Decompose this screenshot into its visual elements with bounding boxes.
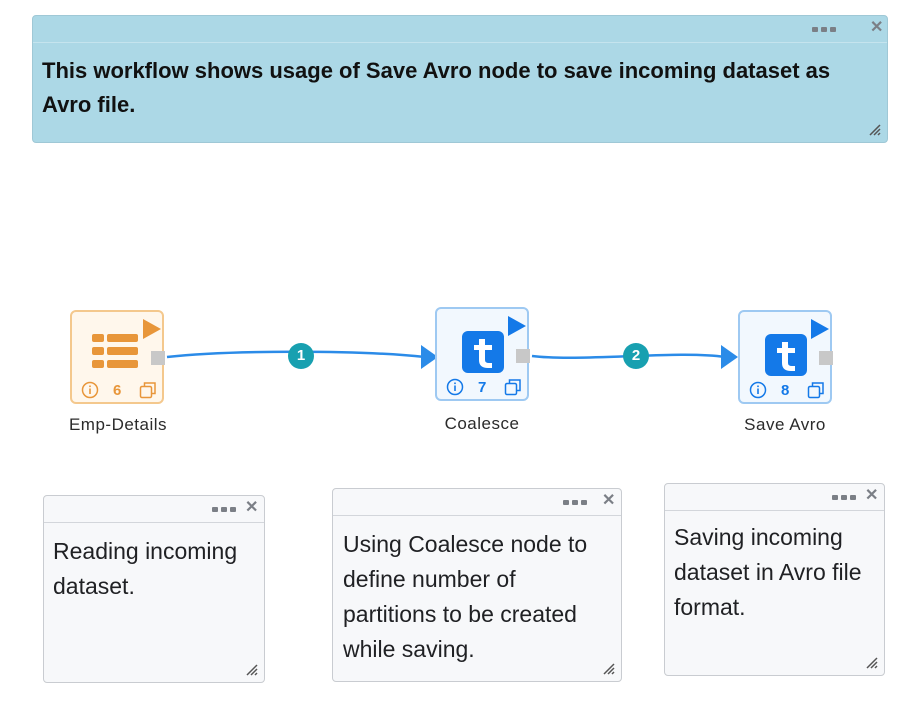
note-menu-icon[interactable]	[563, 500, 587, 505]
resize-grip-icon[interactable]	[246, 664, 258, 676]
node-count: 6	[113, 382, 122, 399]
note-coalesce[interactable]: ✕ Using Coalesce node to define number o…	[332, 488, 622, 682]
note-close-icon[interactable]: ✕	[245, 499, 259, 516]
table-icon	[92, 334, 138, 368]
note-title-bar[interactable]	[333, 489, 621, 516]
copy-icon[interactable]	[139, 381, 157, 399]
note-close-icon[interactable]: ✕	[602, 492, 616, 509]
node-label: Emp-Details	[68, 415, 168, 434]
note-text: Saving incoming dataset in Avro file for…	[674, 524, 862, 620]
edge-1-arrow	[421, 345, 438, 369]
note-emp-details[interactable]: ✕ Reading incoming dataset.	[43, 495, 265, 683]
note-save-avro[interactable]: ✕ Saving incoming dataset in Avro file f…	[664, 483, 885, 676]
run-icon[interactable]	[142, 318, 162, 340]
edge-badge-1[interactable]: 1	[288, 343, 314, 369]
workflow-description-note[interactable]: ✕ This workflow shows usage of Save Avro…	[32, 15, 888, 143]
info-icon[interactable]	[446, 378, 464, 396]
note-title-bar[interactable]	[44, 496, 264, 523]
note-title-bar[interactable]	[665, 484, 884, 511]
run-icon[interactable]	[810, 318, 830, 340]
note-menu-icon[interactable]	[212, 507, 236, 512]
note-close-icon[interactable]: ✕	[865, 487, 879, 504]
edge-badge-2[interactable]: 2	[623, 343, 649, 369]
output-port[interactable]	[151, 351, 165, 365]
copy-icon[interactable]	[504, 378, 522, 396]
resize-grip-icon[interactable]	[603, 663, 615, 675]
t-letter-icon	[765, 334, 807, 376]
output-port[interactable]	[516, 349, 530, 363]
info-icon[interactable]	[749, 381, 767, 399]
note-menu-icon[interactable]	[812, 27, 836, 32]
node-emp-details[interactable]: 6	[70, 310, 164, 404]
note-text: Using Coalesce node to define number of …	[343, 531, 588, 662]
t-letter-icon	[462, 331, 504, 373]
node-coalesce[interactable]: 7	[435, 307, 529, 401]
node-label: Save Avro	[744, 415, 826, 434]
node-label: Coalesce	[444, 414, 520, 433]
note-text: This workflow shows usage of Save Avro n…	[42, 58, 831, 117]
note-menu-icon[interactable]	[832, 495, 856, 500]
output-port[interactable]	[819, 351, 833, 365]
node-count: 8	[781, 382, 790, 399]
info-icon[interactable]	[81, 381, 99, 399]
resize-grip-icon[interactable]	[869, 124, 881, 136]
run-icon[interactable]	[507, 315, 527, 337]
note-title-bar[interactable]	[33, 16, 887, 43]
node-save-avro[interactable]: 8	[738, 310, 832, 404]
note-close-icon[interactable]: ✕	[870, 19, 884, 36]
copy-icon[interactable]	[807, 381, 825, 399]
edge-2-arrow	[721, 345, 738, 369]
resize-grip-icon[interactable]	[866, 657, 878, 669]
note-text: Reading incoming dataset.	[53, 538, 238, 599]
node-count: 7	[478, 379, 487, 396]
